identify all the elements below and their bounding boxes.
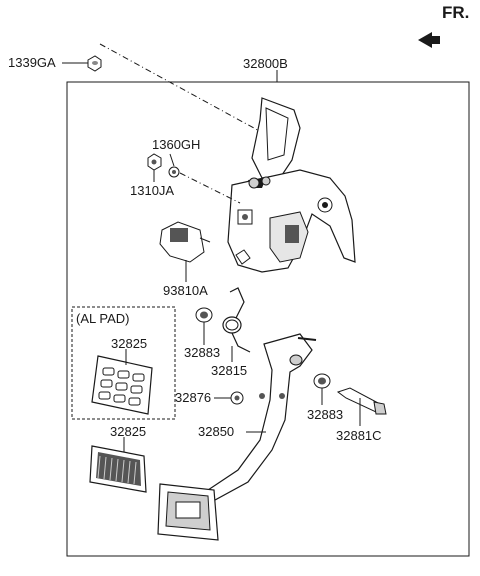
al-pad-box xyxy=(71,306,176,420)
label-32815: 32815 xyxy=(211,363,248,378)
label-32850: 32850 xyxy=(198,424,235,439)
bushing-left xyxy=(195,307,213,323)
label-1360gh: 1360GH xyxy=(152,137,201,152)
nut-1339ga xyxy=(87,55,102,72)
phantom-line-mid xyxy=(179,172,241,204)
nut-1310ja xyxy=(147,153,162,171)
stopper xyxy=(230,391,244,405)
phantom-line-top xyxy=(99,43,286,146)
label-32876: 32876 xyxy=(175,390,212,405)
alloy-pedal-pad xyxy=(91,355,153,415)
label-32825-alloy: 32825 xyxy=(111,336,148,351)
leader-1360gh xyxy=(169,153,175,167)
return-spring xyxy=(222,287,251,353)
label-1339ga: 1339GA xyxy=(8,55,56,70)
label-32883-right: 32883 xyxy=(307,407,344,422)
brake-pedal-arm xyxy=(157,333,317,541)
label-32825-rubber: 32825 xyxy=(110,424,147,439)
bushing-right xyxy=(313,373,331,389)
label-32881c: 32881C xyxy=(336,428,382,443)
assembly-frame xyxy=(66,81,470,557)
al-pad-title: (AL PAD) xyxy=(76,311,130,326)
front-arrow-icon xyxy=(418,32,440,48)
pedal-bracket xyxy=(227,97,356,273)
washer-1360gh xyxy=(168,166,180,178)
label-1310ja: 1310JA xyxy=(130,183,175,198)
stop-lamp-switch xyxy=(159,221,211,263)
label-32883-left: 32883 xyxy=(184,345,221,360)
label-93810a: 93810A xyxy=(163,283,208,298)
rubber-pedal-pad xyxy=(89,445,147,493)
assembly-label: 32800B xyxy=(243,56,288,71)
front-direction-label: FR. xyxy=(442,3,470,22)
pivot-bolt xyxy=(336,387,387,415)
